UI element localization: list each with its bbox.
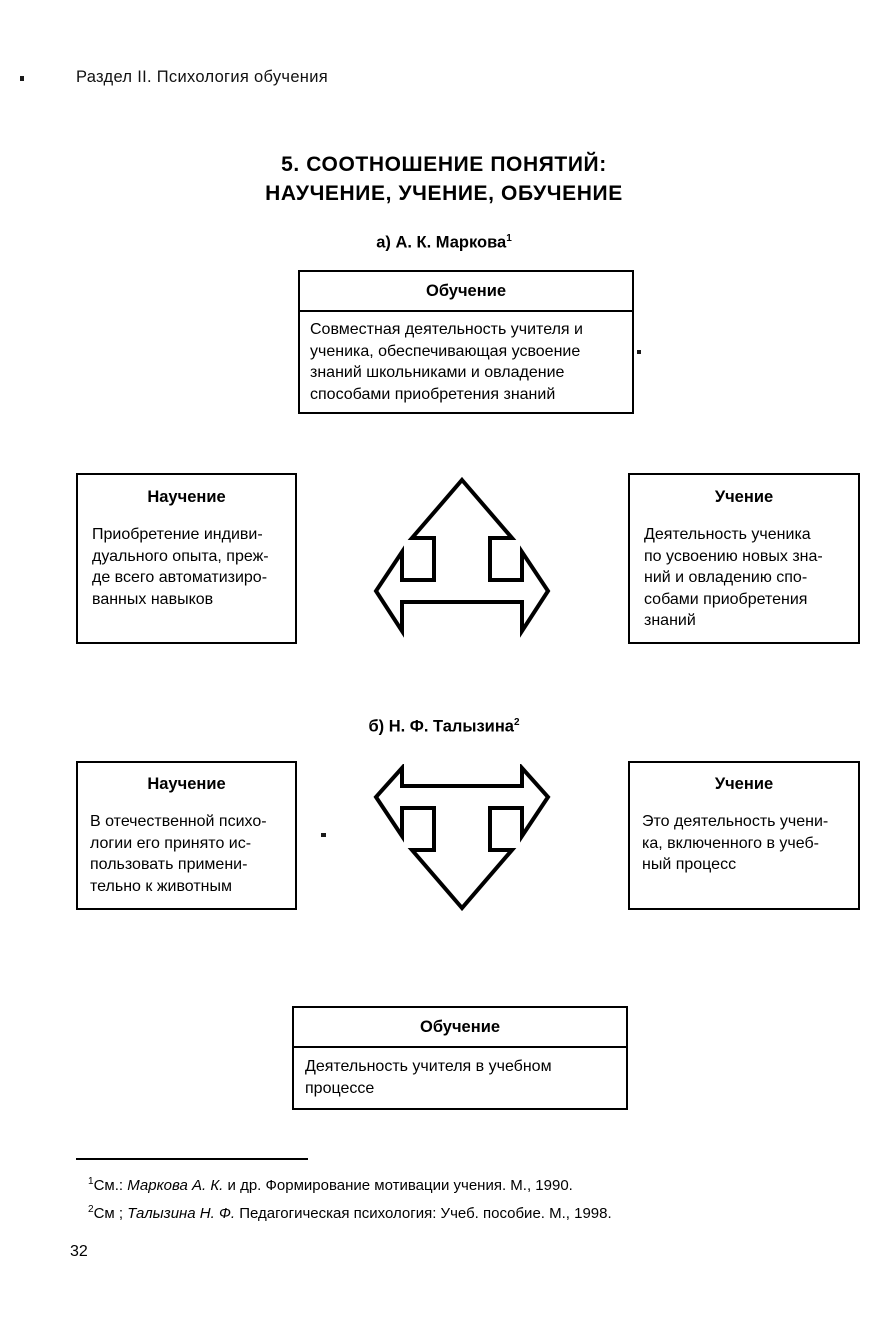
- footnote-number: 1: [88, 1176, 94, 1187]
- footnote-rest: и др. Формирование мотивации учения. М.,…: [223, 1177, 573, 1194]
- box-line: тельно к животным: [90, 877, 232, 895]
- concept-box-obuchenie-talyzina: Обучение Деятельность учителя в учебном …: [292, 1006, 628, 1110]
- footnote-author: Маркова А. К.: [127, 1177, 224, 1194]
- box-line: Приобретение индиви-: [92, 526, 263, 543]
- footnote-separator-rule: [76, 1158, 308, 1160]
- footnote-item: 2См ; Талызина Н. Ф. Педагогическая псих…: [88, 1198, 848, 1226]
- section-label-b: б) Н. Ф. Талызина2: [0, 717, 888, 737]
- concept-box-uchenie-markova: Учение Деятельность ученика по усвоению …: [628, 473, 860, 644]
- box-line: ный процесс: [642, 856, 737, 873]
- box-line: логии его принято ис-: [90, 834, 252, 852]
- box-heading: Обучение: [294, 1008, 626, 1048]
- box-heading: Учение: [714, 488, 774, 506]
- box-line: дуального опыта, преж-: [92, 547, 269, 565]
- box-body: Совместная деятельность учителя и ученик…: [300, 312, 632, 405]
- running-head: Раздел II. Психология обучения: [76, 68, 328, 86]
- footnote-item: 1См.: Маркова А. К. и др. Формирование м…: [88, 1170, 848, 1198]
- box-heading: Научение: [147, 775, 226, 793]
- footnote-rest: Педагогическая психология: Учеб. пособие…: [235, 1205, 612, 1222]
- section-label-b-text: б) Н. Ф. Талызина: [368, 717, 514, 736]
- concept-box-nauchenie-markova: Научение Приобретение индиви- дуального …: [76, 473, 297, 644]
- scan-speck: [20, 76, 24, 81]
- box-body: Деятельность ученика по усвоению новых з…: [630, 507, 858, 632]
- box-line: Деятельность учителя в учебном: [305, 1058, 552, 1075]
- footnote-prefix: См.:: [93, 1177, 128, 1194]
- page-title: 5. СООТНОШЕНИЕ ПОНЯТИЙ: НАУЧЕНИЕ, УЧЕНИЕ…: [0, 150, 888, 208]
- scan-speck: [321, 833, 326, 837]
- concept-box-nauchenie-talyzina: Научение В отечественной психо- логии ег…: [76, 761, 297, 910]
- three-way-arrow-up-left-right-icon: [373, 476, 551, 638]
- footnote-prefix: См ;: [93, 1205, 128, 1222]
- section-label-a: а) А. К. Маркова1: [0, 233, 888, 253]
- footnote-marker-2: 2: [513, 717, 520, 728]
- page-title-line-2: НАУЧЕНИЕ, УЧЕНИЕ, ОБУЧЕНИЕ: [265, 182, 623, 205]
- box-line: собами приобретения: [644, 590, 808, 608]
- box-line: Это деятельность учени-: [642, 813, 829, 830]
- page-title-line-1: 5. СООТНОШЕНИЕ ПОНЯТИЙ:: [281, 153, 607, 176]
- scan-speck: [637, 350, 641, 354]
- footnote-author: Талызина Н. Ф.: [127, 1205, 236, 1222]
- box-line: пользовать примени-: [90, 856, 248, 873]
- footnote-marker-1: 1: [506, 233, 512, 244]
- box-line: знаний школьниками и овладение: [310, 364, 565, 381]
- box-heading: Обучение: [300, 272, 632, 312]
- box-body: Это деятельность учени- ка, включенного …: [630, 794, 858, 876]
- section-label-a-text: а) А. К. Маркова: [376, 233, 507, 252]
- box-line: Деятельность ученика: [644, 526, 811, 543]
- box-line: способами приобретения знаний: [310, 385, 556, 403]
- box-heading: Научение: [147, 488, 226, 506]
- concept-box-obuchenie-markova: Обучение Совместная деятельность учителя…: [298, 270, 634, 414]
- box-heading: Учение: [714, 775, 774, 793]
- box-line: ванных навыков: [92, 590, 214, 608]
- footnotes: 1См.: Маркова А. К. и др. Формирование м…: [88, 1170, 848, 1226]
- box-line: В отечественной психо-: [90, 813, 267, 830]
- page-number: 32: [70, 1243, 88, 1260]
- box-line: процессе: [305, 1079, 375, 1097]
- box-line: знаний: [644, 612, 696, 629]
- concept-box-uchenie-talyzina: Учение Это деятельность учени- ка, включ…: [628, 761, 860, 910]
- box-line: ка, включенного в учеб-: [642, 834, 819, 852]
- box-body: Приобретение индиви- дуального опыта, пр…: [78, 507, 295, 610]
- box-line: ний и овладению спо-: [644, 569, 808, 586]
- box-line: де всего автоматизиро-: [92, 569, 268, 586]
- three-way-arrow-down-left-right-icon: [373, 764, 551, 912]
- box-line: по усвоению новых зна-: [644, 547, 823, 565]
- footnote-number: 2: [88, 1204, 94, 1215]
- box-body: В отечественной психо- логии его принято…: [78, 794, 295, 897]
- box-line: ученика, обеспечивающая усвоение: [310, 342, 581, 360]
- box-line: Совместная деятельность учителя и: [310, 321, 583, 338]
- box-body: Деятельность учителя в учебном процессе: [294, 1048, 626, 1099]
